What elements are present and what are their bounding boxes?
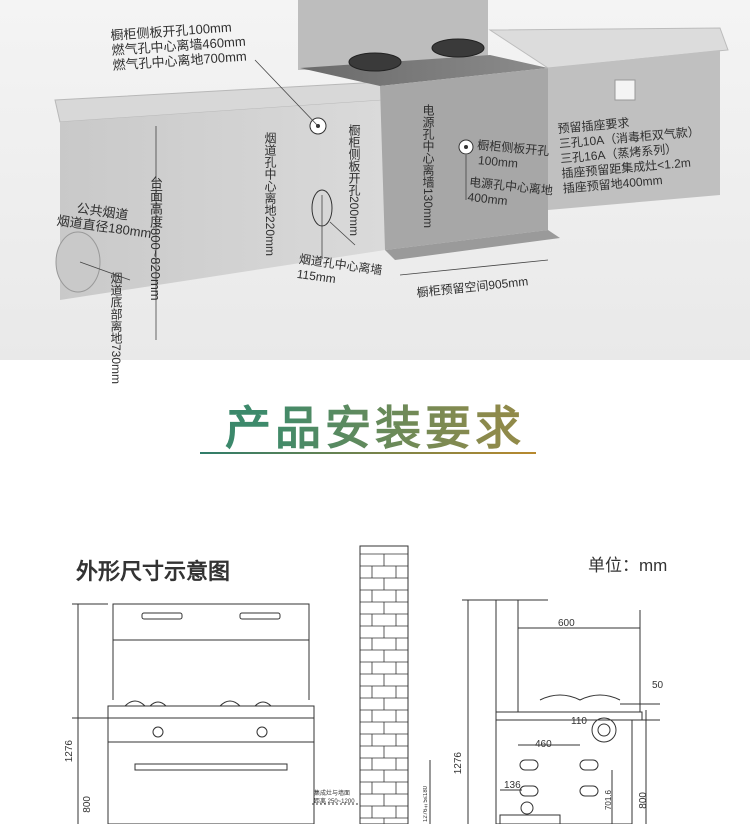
side-panel-100-label: 橱柜侧板开孔 100mm	[476, 138, 550, 171]
flue-center-label: 烟道孔中心离地220mm	[263, 132, 277, 257]
front-hood	[112, 603, 310, 641]
power-hole-label: 电源孔中心离墙130mm	[421, 104, 435, 229]
flue-floor-label: 烟道底部离地730mm	[109, 272, 123, 385]
front-lower-dim: 800	[82, 796, 93, 813]
side-panel-hole-label: 橱柜侧板开孔100mm 燃气孔中心离墙460mm 燃气孔中心离地700mm	[110, 19, 248, 73]
drawing-title: 外形尺寸示意图	[76, 559, 231, 584]
side-height-dim: 1276	[453, 752, 464, 775]
title-underline	[200, 452, 536, 454]
wall-note-vertical: 1276±5≤180	[423, 786, 429, 822]
side-body	[495, 719, 633, 824]
socket	[614, 79, 636, 101]
top-depth-dim: 600	[558, 618, 575, 629]
d110-dim: 110	[571, 716, 587, 727]
burner-left	[348, 52, 402, 72]
public-flue	[55, 231, 101, 293]
front-cooktop	[107, 705, 315, 719]
d800-dim: 800	[638, 792, 649, 809]
cooktop	[300, 55, 548, 86]
section-title: 产品安装要求	[0, 392, 750, 458]
socket-requirements: 预留插座要求 三孔10A（消毒柜双气款） 三孔16A（蒸烤系列） 插座预留距集成…	[557, 115, 701, 196]
right-counter	[488, 27, 729, 69]
install-illustration	[0, 0, 750, 360]
d460-dim: 460	[535, 739, 552, 750]
front-body	[107, 717, 315, 824]
brick-wall	[359, 545, 409, 824]
d701-dim: 701.6	[604, 790, 613, 811]
burner-right	[431, 38, 485, 58]
counter-height-label: 台面高度800~820mm	[148, 176, 163, 301]
d136-dim: 136	[504, 780, 521, 791]
wall-note: 集成灶与墙面 距离 250~1200	[314, 791, 355, 805]
d50-dim: 50	[652, 680, 664, 691]
dimension-drawing	[72, 545, 660, 824]
front-height-dim: 1276	[64, 740, 75, 763]
side-panel-200-label: 橱柜侧板开孔200mm	[347, 124, 361, 237]
side-cooktop	[495, 711, 643, 721]
unit-label: 单位：mm	[588, 556, 668, 575]
side-panel	[495, 599, 519, 713]
